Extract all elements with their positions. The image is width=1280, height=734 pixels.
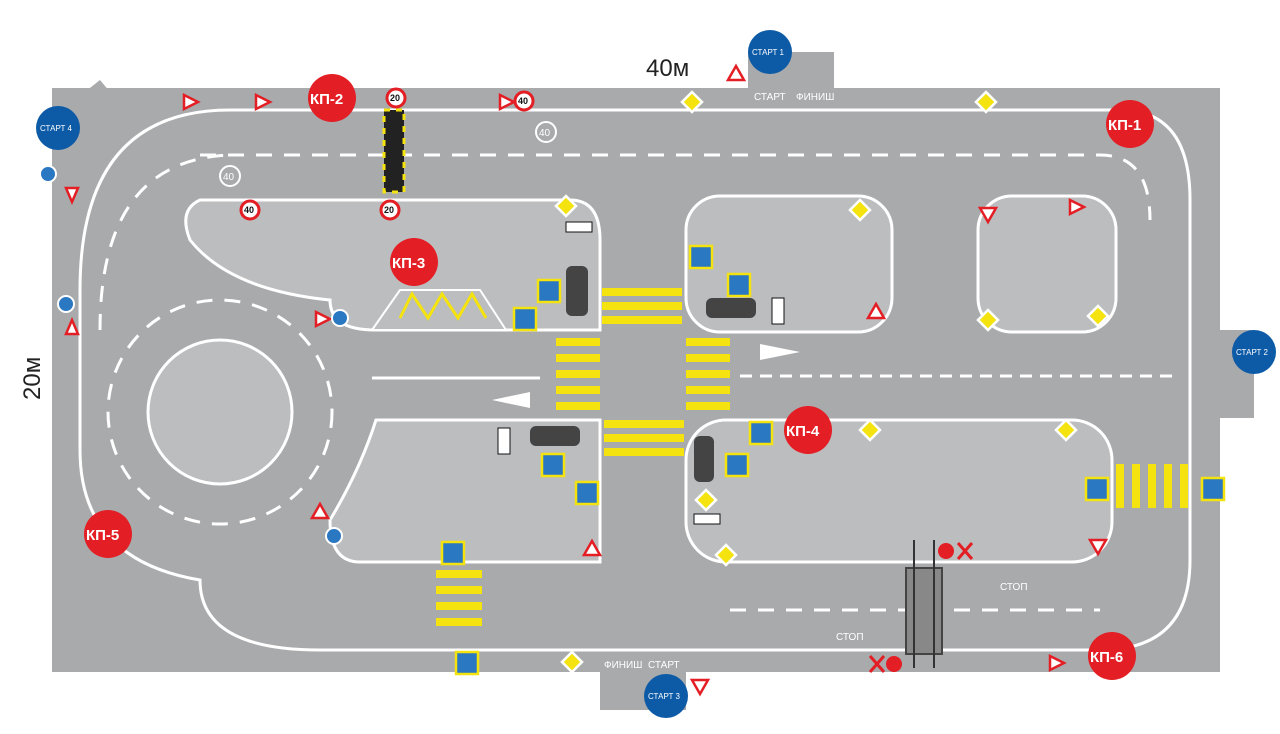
kp4-marker: КП-4 bbox=[784, 406, 832, 454]
crosswalk-top bbox=[602, 288, 682, 324]
start2-label: СТАРТ 2 bbox=[1236, 348, 1269, 357]
speed-limit-20-text-2: 20 bbox=[384, 205, 394, 215]
kp2-marker: КП-2 bbox=[308, 74, 356, 122]
centre-dashed-line bbox=[200, 153, 1152, 221]
speed-limit-20-text: 20 bbox=[390, 93, 400, 103]
start4-marker: СТАРТ 4 bbox=[36, 106, 80, 150]
finish3-road-text: ФИНИШ bbox=[604, 660, 642, 671]
start4-pad bbox=[62, 80, 150, 178]
kp1-marker: КП-1 bbox=[1106, 100, 1154, 148]
speed-40-road-text-2: 40 bbox=[223, 172, 235, 183]
kp2-label: КП-2 bbox=[310, 91, 343, 108]
speed-40-road-text: 40 bbox=[539, 128, 551, 139]
island-top-right bbox=[976, 194, 1118, 334]
crosswalk-right bbox=[686, 338, 730, 410]
roundabout-dashed-ring bbox=[106, 298, 334, 526]
crosswalk-left bbox=[556, 338, 600, 410]
kp4-label: КП-4 bbox=[786, 423, 820, 440]
speed-limit-40-text: 40 bbox=[518, 96, 528, 106]
left-dashed-line bbox=[98, 153, 231, 331]
crosswalk-right-edge bbox=[1116, 464, 1188, 508]
island-bottom-right bbox=[684, 418, 1114, 564]
parking-area bbox=[370, 289, 508, 331]
kp3-marker: КП-3 bbox=[390, 238, 438, 286]
stop-road-text-2: СТОП bbox=[836, 632, 864, 643]
speed-limit-40-text-2: 40 bbox=[244, 205, 254, 215]
speed-40-road-marking-2 bbox=[219, 165, 241, 187]
kp3-label: КП-3 bbox=[392, 255, 425, 272]
railway-crossing bbox=[905, 540, 943, 668]
start3-road-text: СТАРТ bbox=[648, 660, 680, 671]
start4-label: СТАРТ 4 bbox=[40, 124, 73, 133]
kp6-marker: КП-6 bbox=[1088, 632, 1136, 680]
speed-limit-sign-icon bbox=[239, 87, 535, 221]
height-dimension-label: 20м bbox=[19, 357, 46, 400]
start3-label: СТАРТ 3 bbox=[648, 692, 681, 701]
finish1-road-text: ФИНИШ bbox=[796, 92, 834, 103]
yield-sign-icon bbox=[64, 63, 1109, 697]
kp1-label: КП-1 bbox=[1108, 117, 1141, 134]
start2-marker: СТАРТ 2 bbox=[1232, 330, 1276, 374]
traffic-light-icon bbox=[530, 266, 756, 482]
start1-road-text: СТАРТ bbox=[754, 92, 786, 103]
crosswalk-bottom-center bbox=[604, 420, 684, 456]
width-dimension-label: 40м bbox=[646, 55, 689, 82]
arrow-right-marking bbox=[760, 344, 800, 360]
roundabout-center bbox=[146, 338, 294, 486]
roundabout-sign-icon bbox=[39, 165, 349, 545]
stop-sign-icon bbox=[497, 221, 954, 672]
stop-road-text-1: СТОП bbox=[1000, 582, 1028, 593]
pedestrian-crossing-sign-icon bbox=[440, 244, 1226, 676]
start1-marker: СТАРТ 1 bbox=[748, 30, 792, 74]
railway-crossing-icon bbox=[868, 542, 974, 673]
zigzag-marking bbox=[398, 291, 488, 321]
start3-marker: СТАРТ 3 bbox=[644, 674, 688, 718]
speed-40-road-marking bbox=[535, 121, 557, 143]
kp5-label: КП-5 bbox=[86, 527, 119, 544]
speed-bump bbox=[382, 108, 406, 194]
arrow-left-marking bbox=[492, 392, 530, 408]
island-bottom-left bbox=[328, 418, 602, 564]
kp6-label: КП-6 bbox=[1090, 649, 1123, 666]
priority-road-sign-icon bbox=[554, 90, 1110, 674]
kp5-marker: КП-5 bbox=[84, 510, 132, 558]
outer-edge-line bbox=[78, 108, 1192, 652]
start1-label: СТАРТ 1 bbox=[752, 48, 785, 57]
crosswalk-bottom-left bbox=[436, 570, 482, 626]
